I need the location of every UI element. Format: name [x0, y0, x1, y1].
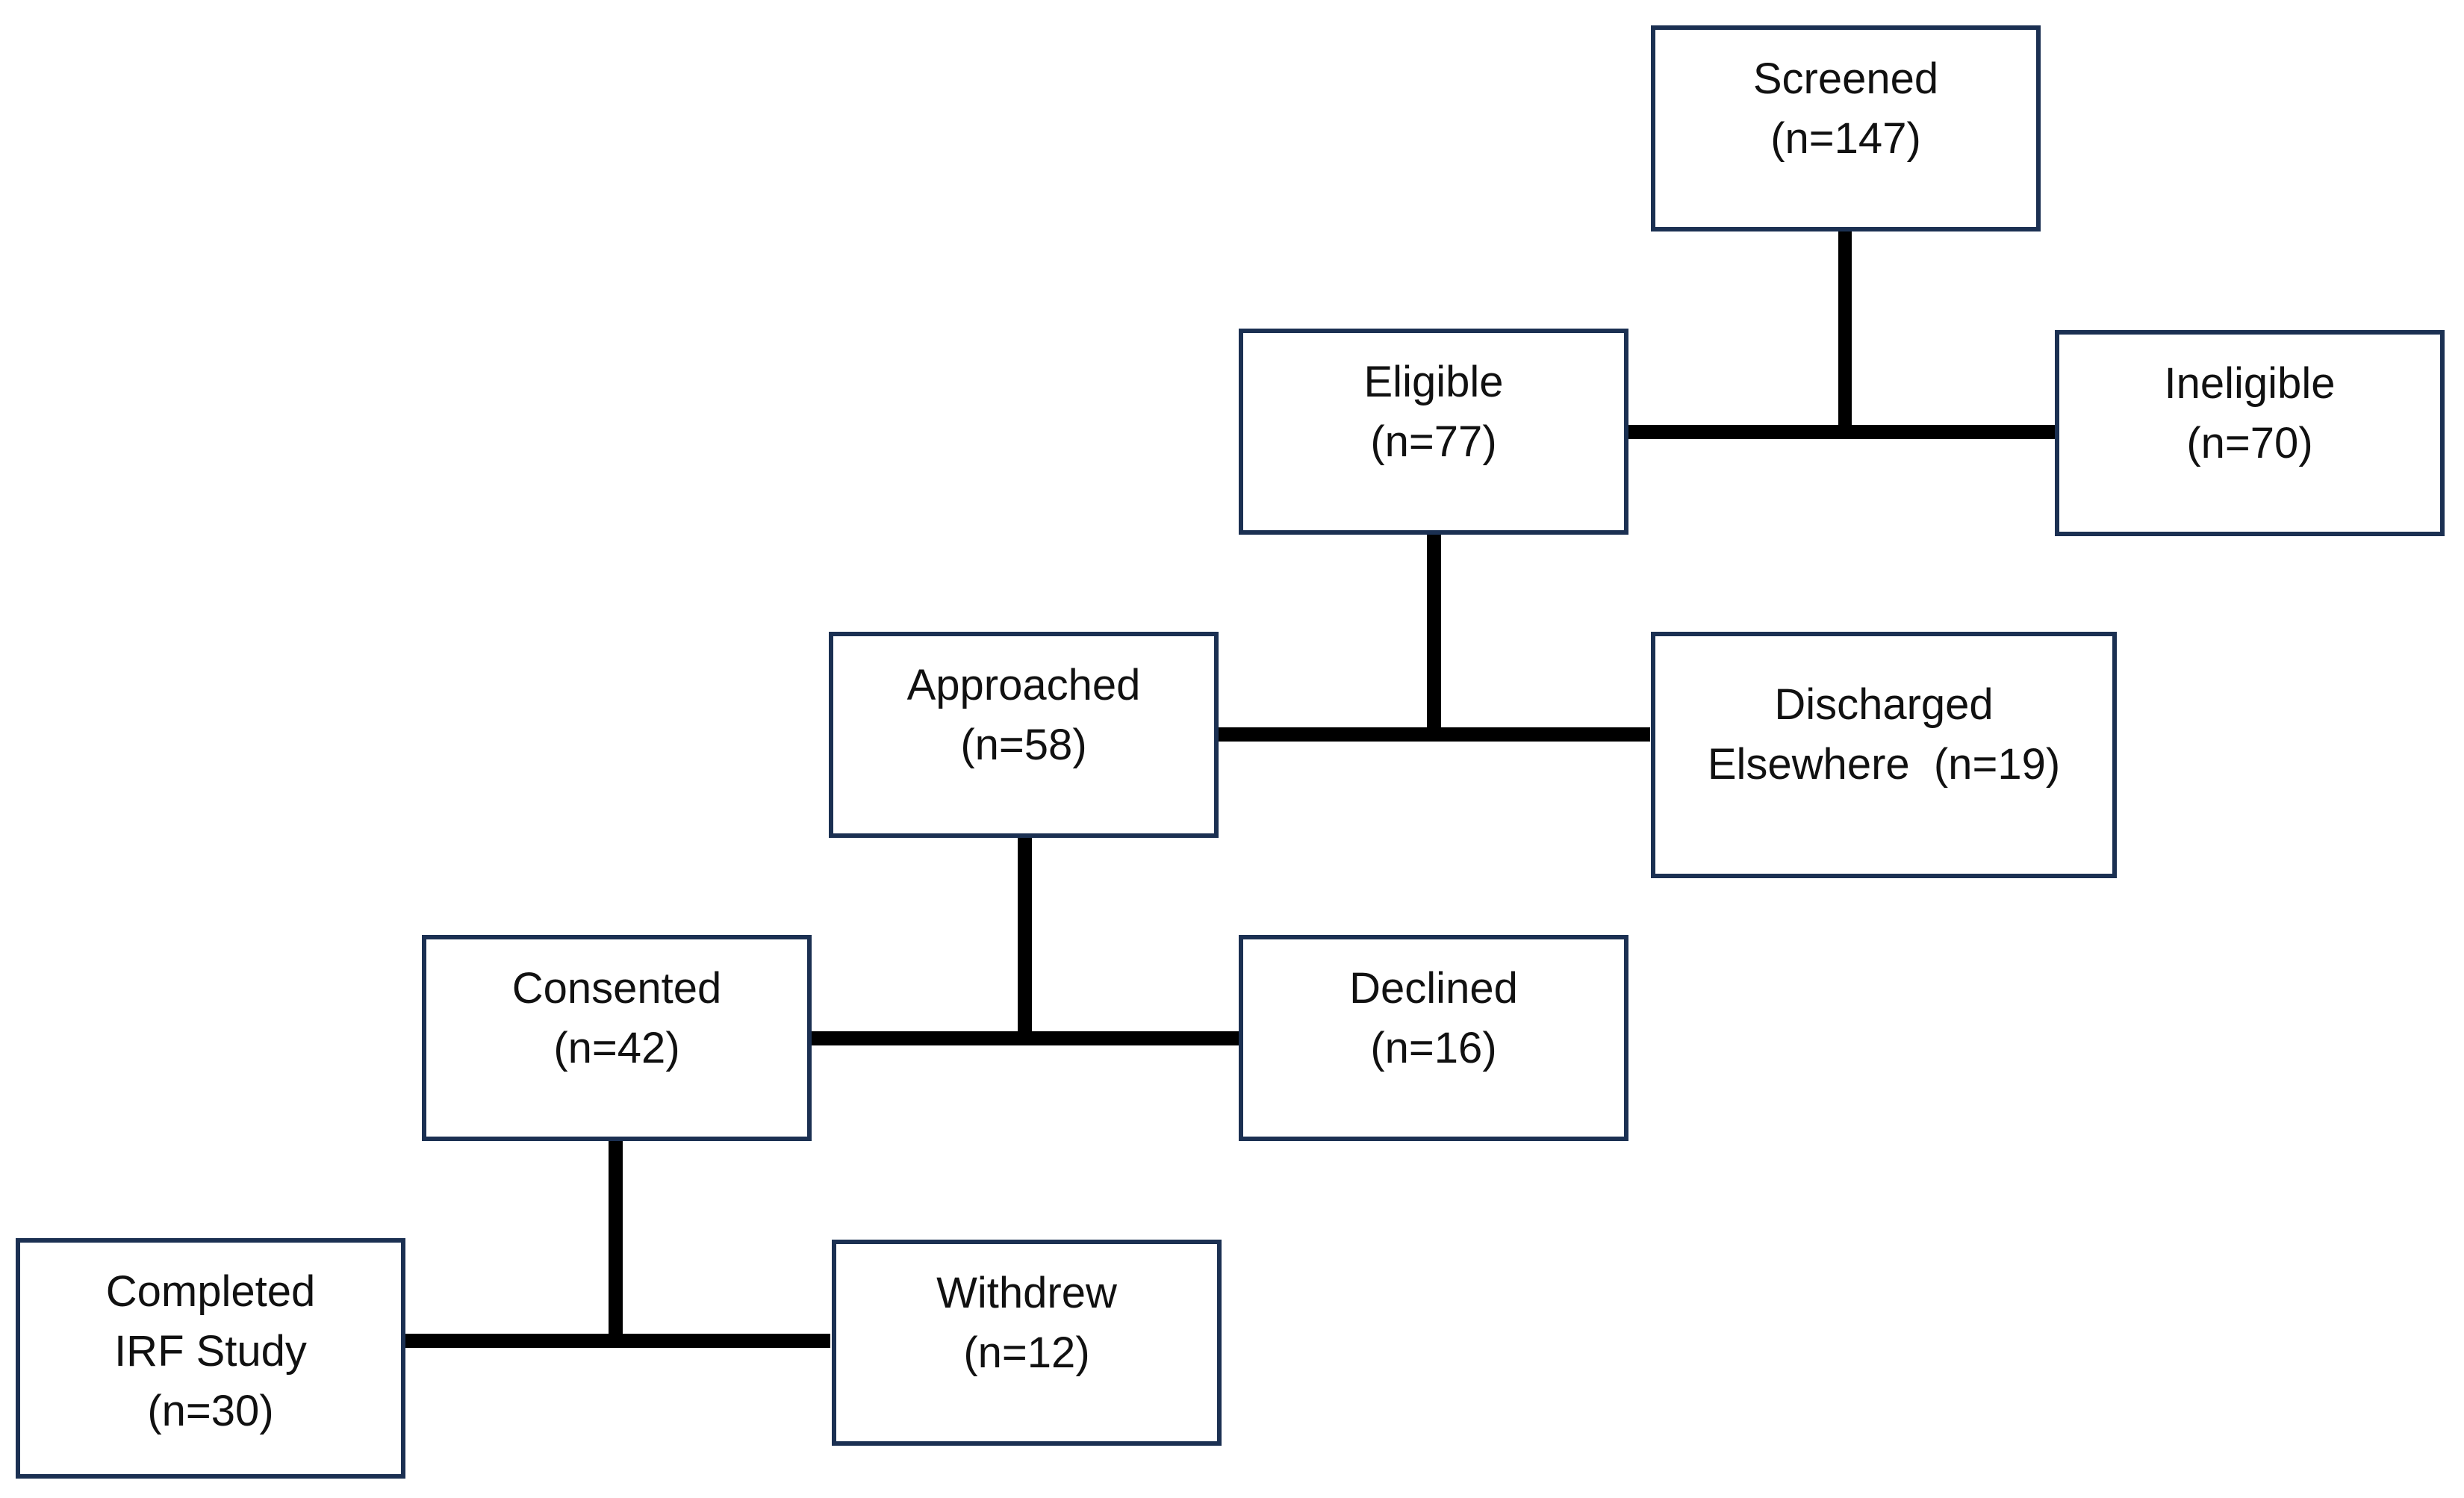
completed-label: Completed	[105, 1267, 316, 1316]
approached-label: Approached	[906, 661, 1141, 709]
withdrew-box: Withdrew (n=12)	[832, 1240, 1222, 1446]
ineligible-label: Ineligible	[2164, 359, 2336, 408]
ineligible-box: Ineligible (n=70)	[2055, 330, 2445, 536]
discharged-elsewhere-box: Discharged Elsewhere (n=19)	[1651, 632, 2117, 878]
completed-label-2: IRF Study	[114, 1327, 307, 1376]
consented-count: (n=42)	[553, 1024, 680, 1072]
completed-irf-study-box: Completed IRF Study (n=30)	[16, 1238, 405, 1479]
eligible-box: Eligible (n=77)	[1239, 329, 1628, 535]
approached-count: (n=58)	[960, 721, 1087, 769]
discharged-count: Elsewhere (n=19)	[1707, 740, 2061, 789]
eligible-label: Eligible	[1363, 358, 1504, 406]
consented-label: Consented	[511, 964, 722, 1013]
consented-box: Consented (n=42)	[422, 935, 812, 1141]
eligible-count: (n=77)	[1370, 417, 1497, 466]
connector-eligible-branch	[1216, 727, 1650, 742]
connector-consented-down	[609, 1138, 623, 1341]
screened-count: (n=147)	[1770, 114, 1921, 163]
withdrew-count: (n=12)	[963, 1328, 1090, 1377]
ineligible-count: (n=70)	[2186, 419, 2313, 467]
declined-label: Declined	[1349, 964, 1518, 1013]
screened-box: Screened (n=147)	[1651, 25, 2041, 231]
screened-label: Screened	[1752, 55, 1939, 103]
connector-eligible-down	[1427, 532, 1441, 734]
approached-box: Approached (n=58)	[829, 632, 1219, 838]
withdrew-label: Withdrew	[936, 1269, 1117, 1317]
declined-box: Declined (n=16)	[1239, 935, 1628, 1141]
connector-approached-branch	[809, 1031, 1239, 1045]
connector-screened-branch	[1625, 425, 2059, 439]
connector-consented-branch	[402, 1334, 830, 1348]
connector-screened-down	[1838, 229, 1852, 432]
discharged-label: Discharged	[1774, 680, 1994, 729]
connector-approached-down	[1018, 835, 1032, 1038]
declined-count: (n=16)	[1370, 1024, 1497, 1072]
completed-count: (n=30)	[147, 1387, 274, 1435]
